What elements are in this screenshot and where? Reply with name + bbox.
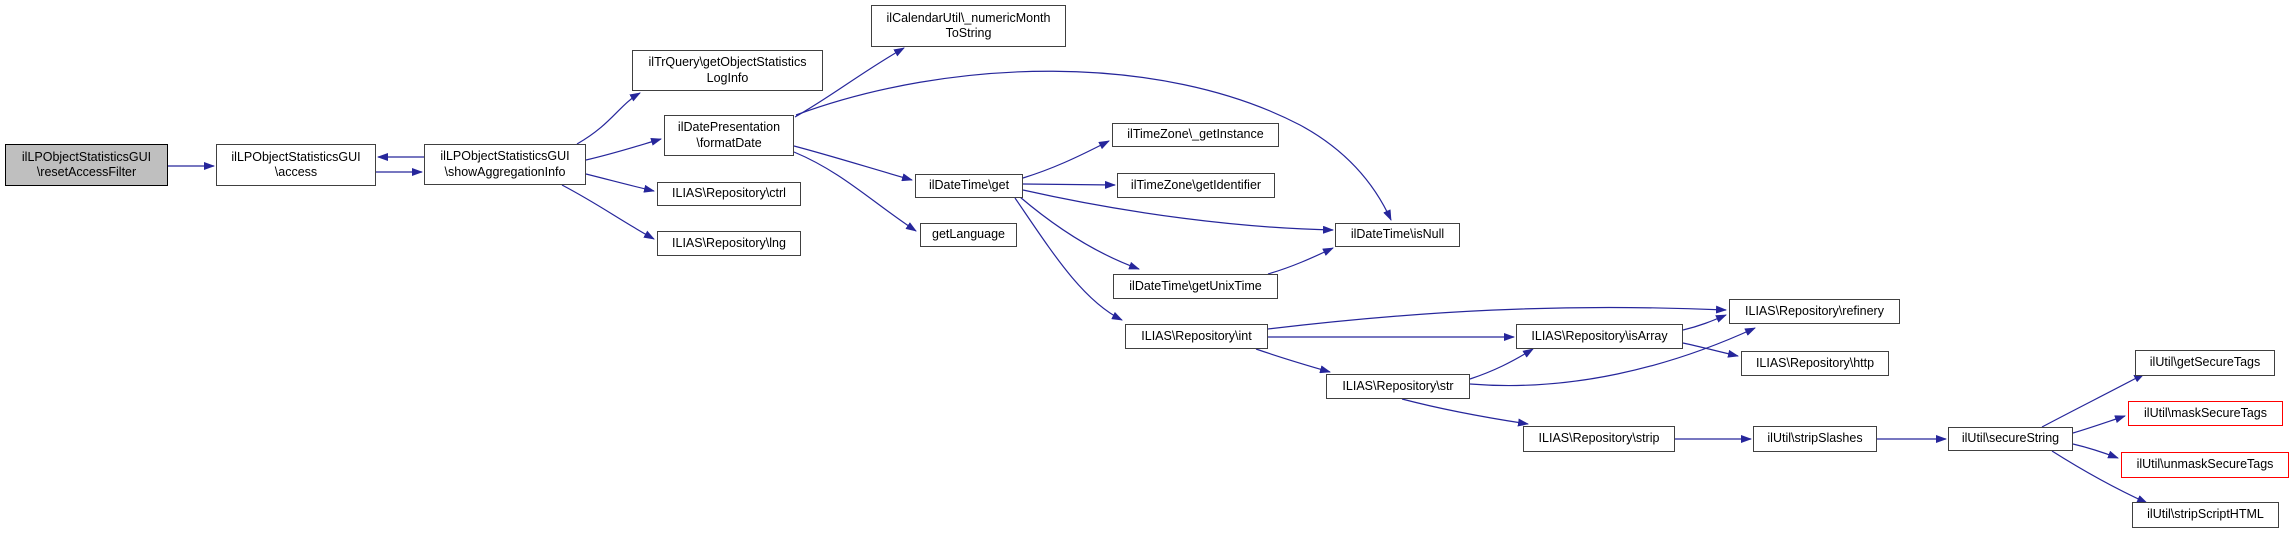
node-label: ilTimeZone\getIdentifier [1130, 177, 1262, 192]
node-label: ilUtil\getSecureTags [2149, 355, 2261, 370]
edge-secure-string-to-mask-secure-tags [2072, 415, 2126, 434]
node-label: ilDateTime\getUnixTime [1129, 278, 1262, 293]
edge-show-aggregation-info-to-format-date [585, 138, 662, 161]
node-label: ilDatePresentation [677, 120, 781, 134]
node-access[interactable]: ilLPObjectStatisticsGUI\access [216, 144, 376, 186]
node-ctrl[interactable]: ILIAS\Repository\ctrl [657, 182, 801, 206]
node-label: ILIAS\Repository\int [1141, 328, 1252, 343]
node-is-null[interactable]: ilDateTime\isNull [1335, 223, 1460, 247]
node-get-language[interactable]: getLanguage [920, 223, 1017, 247]
edge-get-unix-time-to-is-null [1267, 247, 1334, 275]
node-label: ToString [945, 26, 992, 40]
node-refinery[interactable]: ILIAS\Repository\refinery [1729, 299, 1900, 324]
node-http[interactable]: ILIAS\Repository\http [1741, 351, 1889, 376]
node-is-array[interactable]: ILIAS\Repository\isArray [1516, 324, 1683, 349]
edge-date-time-get-to-int [1014, 197, 1123, 321]
node-label: ilTrQuery\getObjectStatistics [648, 55, 807, 69]
node-label: ilDateTime\get [928, 178, 1010, 193]
edge-secure-string-to-get-secure-tags [2041, 373, 2145, 428]
node-label: ilUtil\maskSecureTags [2144, 405, 2267, 420]
node-label: \formatDate [696, 135, 762, 150]
edge-date-time-get-to-get-instance [1022, 140, 1110, 179]
node-label: ilDateTime\isNull [1350, 227, 1445, 242]
node-label: LogInfo [706, 70, 749, 85]
edge-str-to-refinery [1469, 327, 1756, 387]
node-label: ilLPObjectStatisticsGUI [231, 149, 361, 164]
node-strip-script-html[interactable]: ilUtil\stripScriptHTML [2132, 502, 2279, 528]
node-label: \access [274, 165, 318, 179]
node-label: \showAggregationInfo [444, 164, 566, 179]
edge-format-date-to-numeric-month-to-string [794, 47, 905, 118]
node-reset-access-filter[interactable]: ilLPObjectStatisticsGUI\resetAccessFilte… [5, 144, 168, 186]
node-label: ILIAS\Repository\refinery [1745, 303, 1884, 318]
edge-date-time-get-to-get-identifier [1022, 180, 1116, 189]
node-label: ilUtil\stripSlashes [1767, 431, 1863, 446]
node-label: ILIAS\Repository\ctrl [672, 186, 786, 201]
node-label: ILIAS\Repository\lng [672, 235, 786, 250]
edge-date-time-get-to-get-unix-time [1019, 196, 1140, 270]
node-label: getLanguage [932, 227, 1005, 242]
node-label: ilCalendarUtil\_numericMonth [886, 10, 1051, 25]
edge-int-to-str [1255, 348, 1331, 374]
edge-date-time-get-to-is-null [1022, 189, 1334, 234]
node-int[interactable]: ILIAS\Repository\int [1125, 324, 1268, 349]
node-lng[interactable]: ILIAS\Repository\lng [657, 231, 801, 256]
node-unmask-secure-tags[interactable]: ilUtil\unmaskSecureTags [2121, 452, 2289, 478]
node-get-instance[interactable]: ilTimeZone\_getInstance [1112, 123, 1279, 147]
node-label: \resetAccessFilter [36, 165, 137, 179]
node-mask-secure-tags[interactable]: ilUtil\maskSecureTags [2128, 401, 2283, 426]
edge-str-to-is-array [1469, 348, 1534, 380]
edge-format-date-to-date-time-get [793, 145, 913, 182]
node-strip-slashes[interactable]: ilUtil\stripSlashes [1753, 426, 1877, 452]
edge-format-date-to-get-language [793, 151, 917, 232]
node-show-aggregation-info[interactable]: ilLPObjectStatisticsGUI\showAggregationI… [424, 144, 586, 185]
edge-is-array-to-http [1682, 342, 1739, 358]
node-get-unix-time[interactable]: ilDateTime\getUnixTime [1113, 274, 1278, 299]
node-label: ILIAS\Repository\str [1342, 378, 1454, 393]
node-format-date[interactable]: ilDatePresentation\formatDate [664, 115, 794, 156]
node-label: ilUtil\stripScriptHTML [2147, 507, 2264, 522]
edge-secure-string-to-unmask-secure-tags [2072, 443, 2119, 459]
edge-secure-string-to-strip-script-html [2051, 450, 2148, 504]
node-label: ilUtil\unmaskSecureTags [2136, 457, 2274, 472]
node-label: ilLPObjectStatisticsGUI [440, 149, 570, 163]
edge-show-aggregation-info-to-ctrl [585, 173, 655, 193]
node-secure-string[interactable]: ilUtil\secureString [1948, 427, 2073, 451]
node-get-identifier[interactable]: ilTimeZone\getIdentifier [1117, 173, 1275, 198]
edge-show-aggregation-info-to-lng [561, 184, 655, 240]
node-label: ILIAS\Repository\isArray [1531, 328, 1668, 343]
edge-str-to-strip [1401, 398, 1529, 427]
edge-format-date-to-is-null [795, 70, 1392, 221]
node-date-time-get[interactable]: ilDateTime\get [915, 174, 1023, 198]
edge-show-aggregation-info-to-get-object-statistics-log-info [576, 92, 641, 145]
node-label: ILIAS\Repository\http [1755, 355, 1875, 370]
node-str[interactable]: ILIAS\Repository\str [1326, 374, 1470, 399]
edge-is-array-to-refinery [1682, 314, 1727, 331]
node-label: ilTimeZone\_getInstance [1127, 127, 1264, 142]
node-label: ilLPObjectStatisticsGUI [21, 149, 152, 164]
node-get-secure-tags[interactable]: ilUtil\getSecureTags [2135, 350, 2275, 376]
node-strip[interactable]: ILIAS\Repository\strip [1523, 426, 1675, 452]
node-label: ilUtil\secureString [1961, 431, 2060, 446]
edge-int-to-refinery [1267, 305, 1727, 330]
node-label: ILIAS\Repository\strip [1538, 431, 1660, 446]
